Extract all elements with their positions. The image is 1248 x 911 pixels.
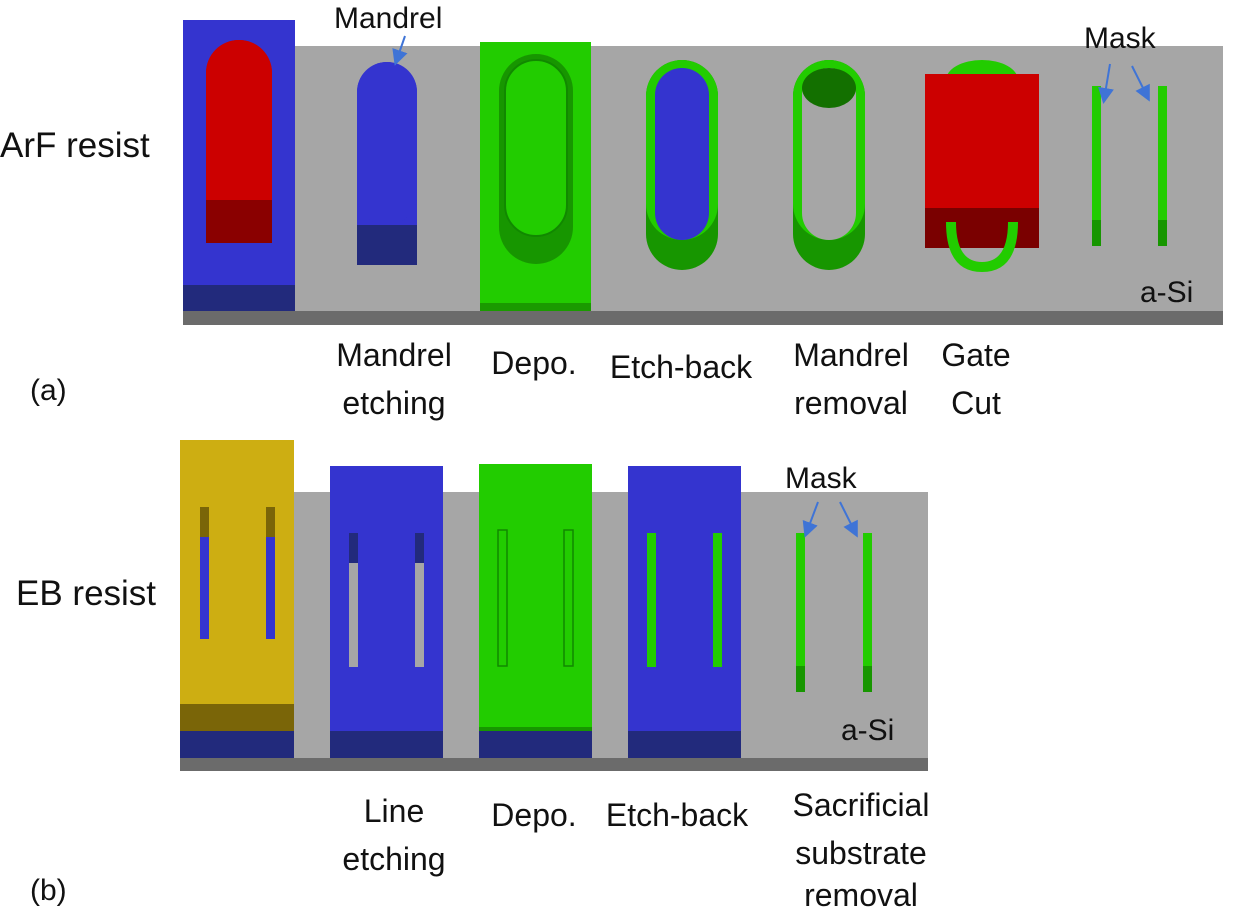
eb-resist-label: EB resist xyxy=(16,574,156,613)
depo-block-a xyxy=(480,42,591,311)
arf-resist-block xyxy=(183,20,295,311)
step-label-a4-line1: Mandrel xyxy=(793,337,909,373)
etch-back-shape-a xyxy=(646,60,718,270)
mask-callout-a: Mask xyxy=(1084,22,1157,55)
step-label-b3: Etch-back xyxy=(606,797,749,833)
step-label-b1-line1: Line xyxy=(364,793,425,829)
step-label-b4-line3: removal xyxy=(804,877,918,911)
mandrel-callout: Mandrel xyxy=(334,2,442,35)
substrate-base-b xyxy=(180,758,928,771)
mask-lines-a xyxy=(1092,86,1167,246)
mask-arrow-b1 xyxy=(802,501,819,538)
mask-lines-b xyxy=(796,533,872,692)
step-label-a5-line2: Cut xyxy=(951,385,1001,421)
mandrel-arrow xyxy=(392,35,408,66)
mask-arrow-a1 xyxy=(1098,63,1114,104)
panel-a-tag: (a) xyxy=(30,374,67,407)
step-label-b4-line2: substrate xyxy=(795,835,927,871)
eb-resist-block xyxy=(180,440,294,758)
arf-resist-label: ArF resist xyxy=(0,126,150,165)
step-label-a4-line2: removal xyxy=(794,385,908,421)
substrate-base-a xyxy=(183,311,1223,325)
step-label-b4-line1: Sacrificial xyxy=(793,787,930,823)
step-label-a2: Depo. xyxy=(491,345,576,381)
mask-arrow-b2 xyxy=(839,501,858,538)
mandrel-removal-shape xyxy=(793,60,865,270)
depo-block-b xyxy=(479,464,592,758)
mandrel-etching-shape xyxy=(357,62,417,265)
mask-callout-b: Mask xyxy=(785,462,858,495)
panel-a: a-Si xyxy=(0,2,1223,421)
substrate-label-a: a-Si xyxy=(1140,276,1193,309)
panel-b: a-Si xyxy=(16,440,929,911)
step-label-a1-line2: etching xyxy=(342,385,445,421)
panel-b-tag: (b) xyxy=(30,874,67,907)
mask-arrow-a2 xyxy=(1131,65,1150,102)
etch-back-block-b xyxy=(628,466,741,758)
step-label-a5-line1: Gate xyxy=(941,337,1010,373)
gate-cut-shape xyxy=(925,60,1039,272)
step-label-b1-line2: etching xyxy=(342,841,445,877)
step-label-b2: Depo. xyxy=(491,797,576,833)
step-label-a3: Etch-back xyxy=(610,349,753,385)
substrate-label-b: a-Si xyxy=(841,714,894,747)
step-label-a1-line1: Mandrel xyxy=(336,337,452,373)
line-etching-block xyxy=(330,466,443,758)
